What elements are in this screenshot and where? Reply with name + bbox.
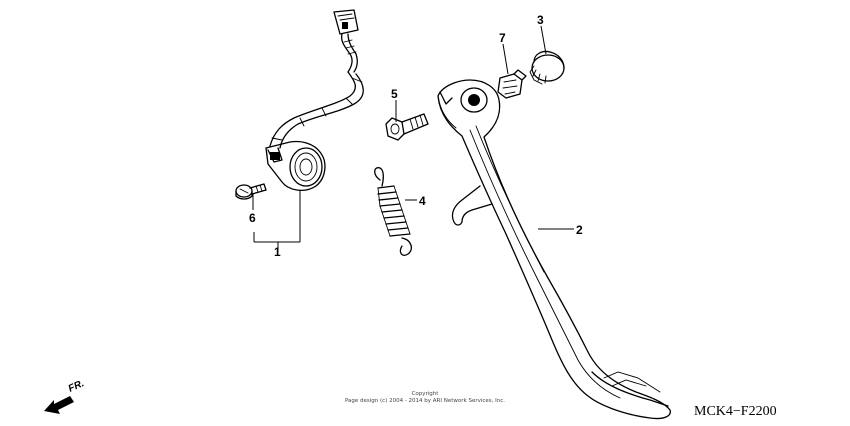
callout-7: 7 — [499, 31, 506, 45]
callout-6: 6 — [249, 211, 256, 225]
callout-4: 4 — [419, 194, 426, 208]
arrow-left-icon — [44, 396, 74, 414]
copyright-title: Copyright — [412, 391, 440, 397]
callout-1: 1 — [274, 245, 281, 259]
front-direction-arrow: FR. — [44, 378, 86, 414]
spring-part[interactable] — [374, 167, 413, 256]
leader-lines — [252, 25, 574, 250]
copyright-text: Page design (c) 2004 - 2014 by ARI Netwo… — [345, 398, 505, 404]
screw-part[interactable] — [235, 183, 267, 200]
diagram-code: MCK4−F2200 — [694, 404, 777, 419]
front-label: FR. — [67, 378, 86, 395]
side-stand-part[interactable] — [437, 79, 671, 420]
callout-3: 3 — [537, 13, 544, 27]
side-stand-switch-part[interactable] — [265, 9, 364, 192]
callout-5: 5 — [391, 87, 398, 101]
rubber-cap-part[interactable] — [529, 50, 565, 85]
bolt-part[interactable] — [385, 113, 429, 141]
callout-2: 2 — [576, 223, 583, 237]
nut-part[interactable] — [497, 69, 527, 99]
